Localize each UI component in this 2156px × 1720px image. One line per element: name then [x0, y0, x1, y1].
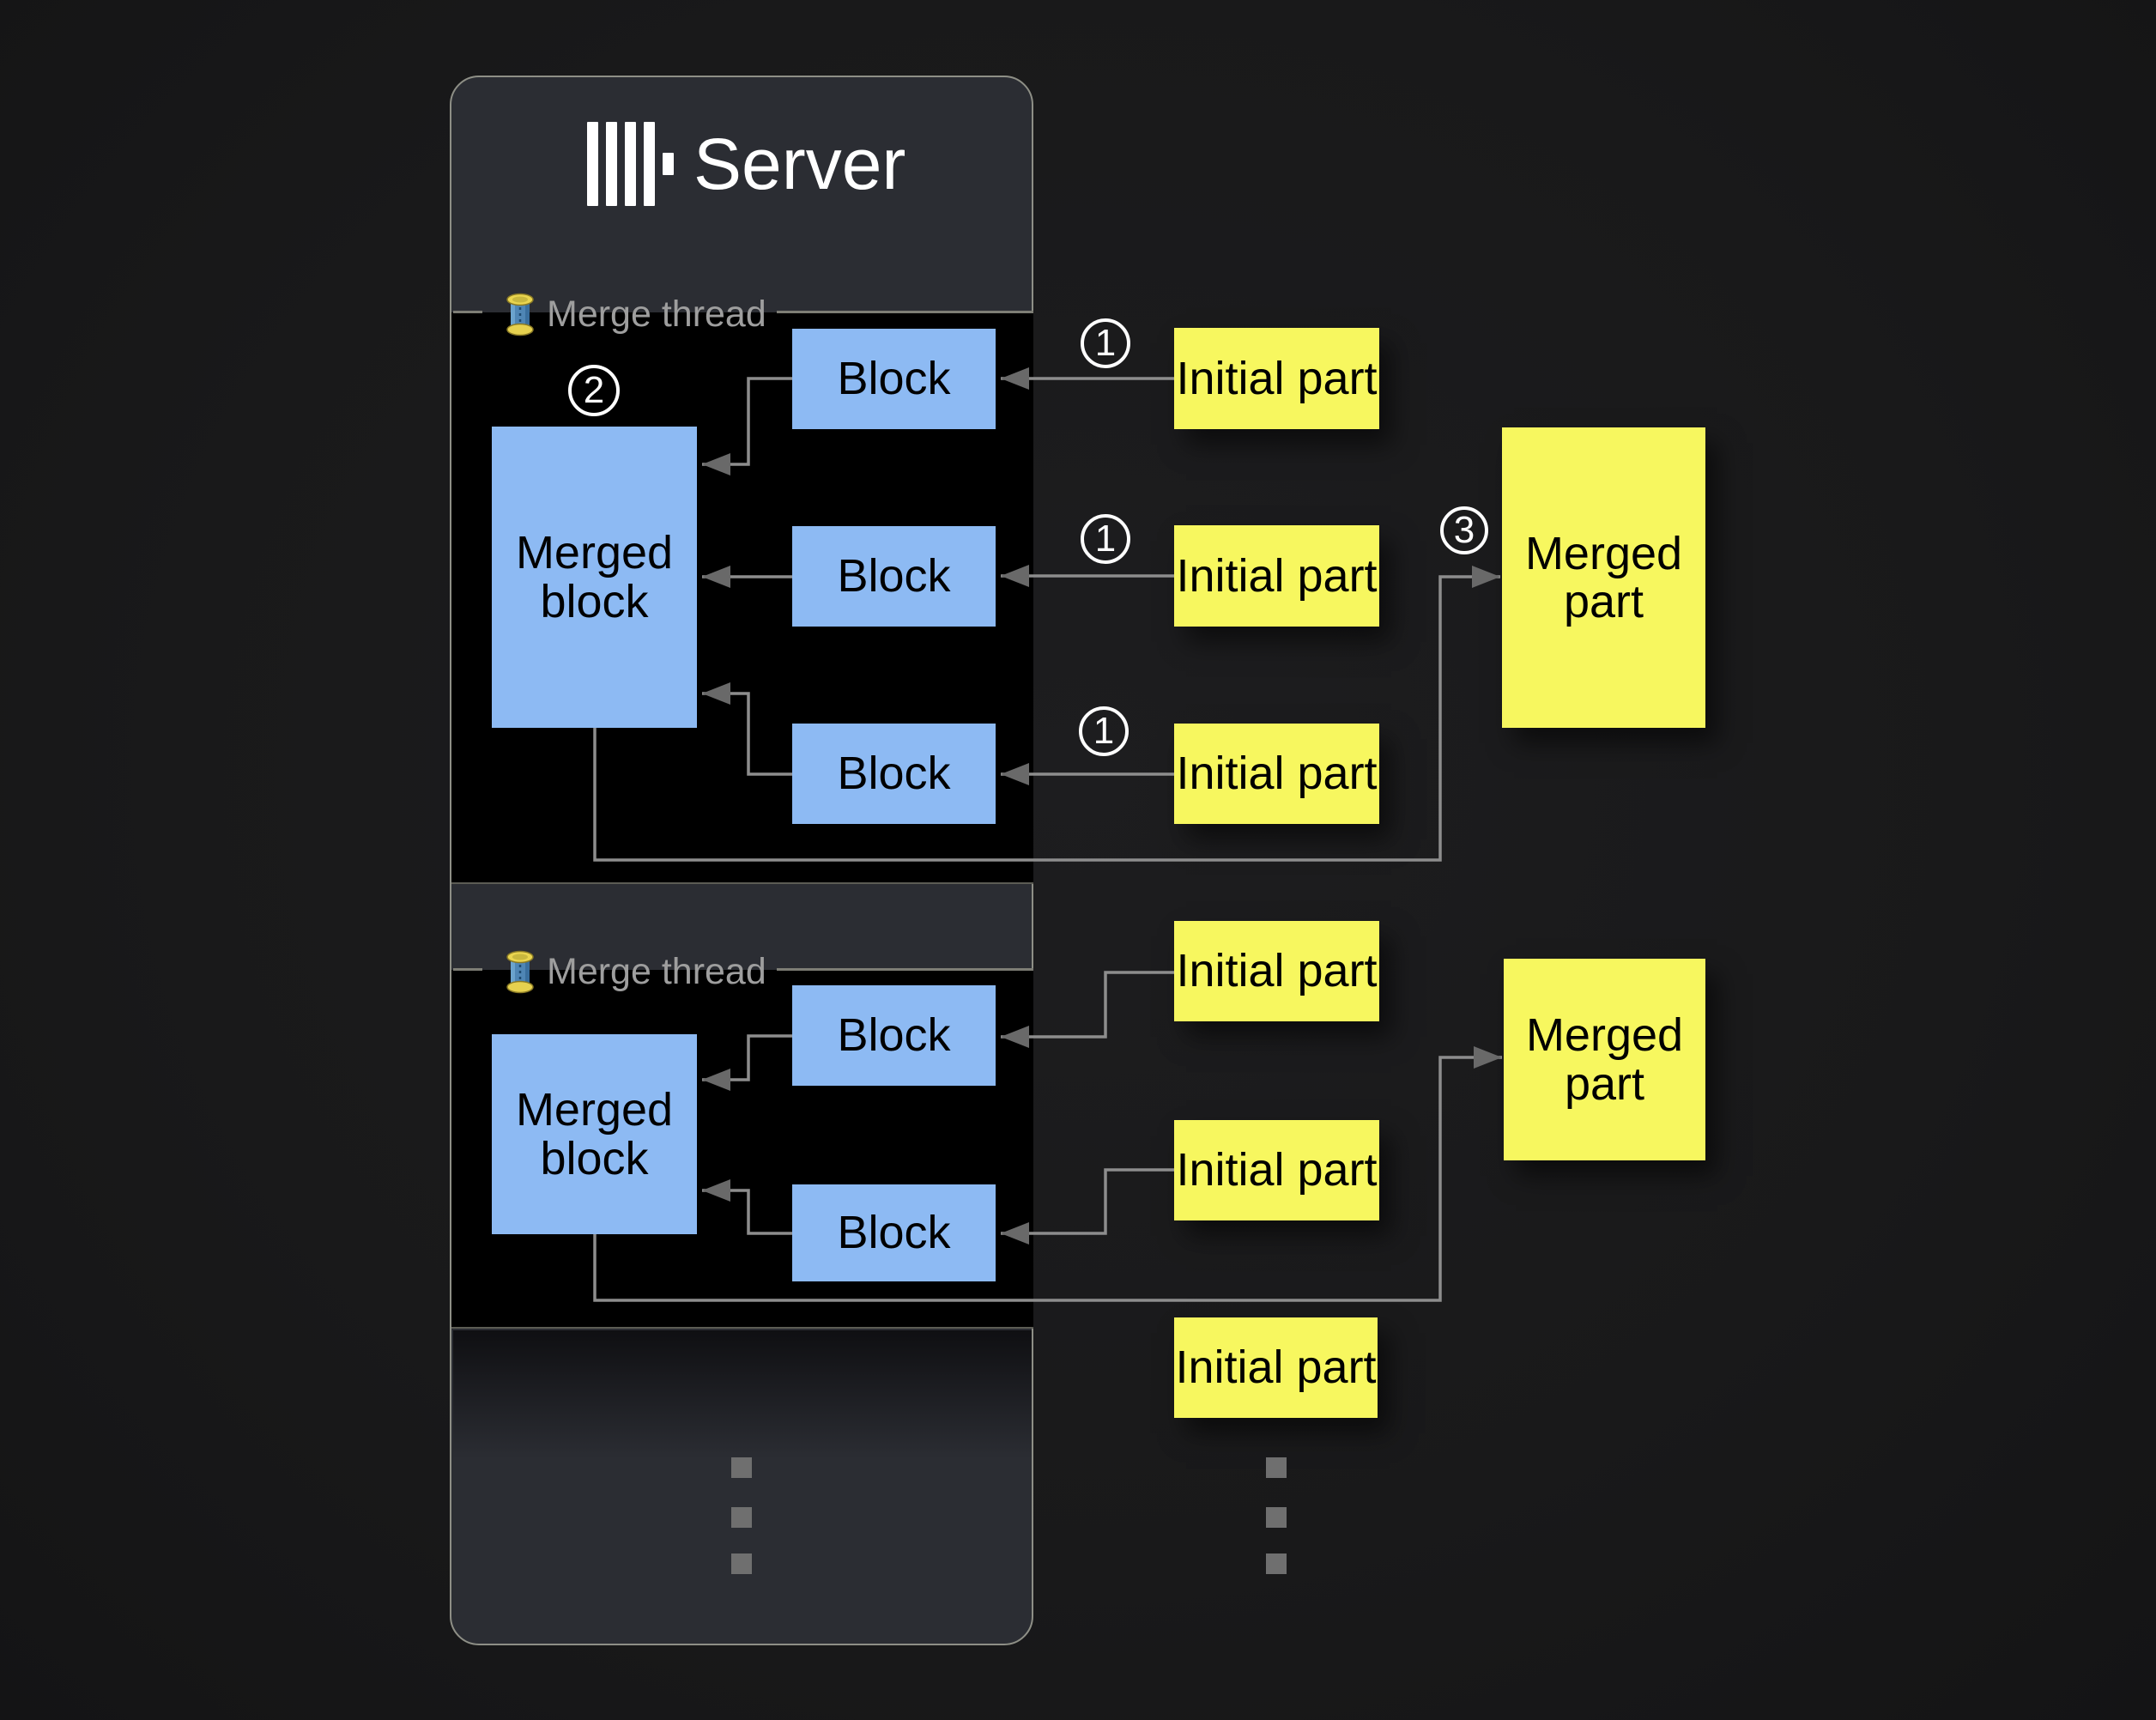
merge-thread-label-text: Merge thread [547, 951, 766, 992]
ellipsis-dot [1266, 1553, 1287, 1574]
merged-block-1: Merged block [492, 427, 697, 728]
block-label: Block [837, 1207, 951, 1259]
initial-part-label: Initial part [1176, 945, 1378, 997]
thread-spool-icon [506, 949, 535, 994]
initial-part-label: Initial part [1175, 1341, 1377, 1394]
step-badge-1c: 1 [1079, 706, 1129, 756]
server-header: Server [587, 117, 982, 211]
ellipsis-dot [731, 1507, 752, 1528]
block-4: Block [792, 985, 996, 1086]
merged-block-label: Merged block [515, 527, 674, 627]
section-border-segment [453, 968, 482, 971]
initial-part-2: Initial part [1174, 525, 1379, 627]
ellipsis-dot [1266, 1507, 1287, 1528]
merge-thread-label-text: Merge thread [547, 294, 766, 335]
merge-thread-label-2: Merge thread [506, 949, 766, 994]
initial-part-label: Initial part [1176, 352, 1378, 404]
merged-part-1: Merged part [1502, 427, 1705, 728]
initial-part-1: Initial part [1174, 328, 1379, 429]
thread-spool-icon [506, 292, 535, 336]
block-label: Block [837, 353, 951, 405]
clickhouse-logo-icon [587, 122, 675, 206]
initial-part-4: Initial part [1174, 921, 1379, 1021]
merged-part-label: Merged part [1525, 1009, 1684, 1110]
ellipsis-dot [1266, 1457, 1287, 1478]
merged-part-2: Merged part [1504, 959, 1705, 1160]
initial-part-label: Initial part [1176, 748, 1378, 800]
block-1: Block [792, 329, 996, 429]
section-border-segment [777, 311, 1033, 313]
step-badge-1b: 1 [1081, 514, 1130, 564]
block-label: Block [837, 748, 951, 800]
initial-part-label: Initial part [1176, 549, 1378, 602]
initial-part-5: Initial part [1174, 1120, 1379, 1220]
merged-part-label: Merged part [1524, 527, 1683, 627]
ellipsis-dot [731, 1457, 752, 1478]
ellipsis-dot [731, 1553, 752, 1574]
block-5: Block [792, 1184, 996, 1281]
section-fade [453, 1330, 1032, 1459]
merge-thread-label-1: Merge thread [506, 292, 766, 336]
merged-block-label: Merged block [515, 1084, 674, 1184]
step-badge-3: 3 [1440, 506, 1488, 554]
section-border-segment [453, 311, 482, 313]
initial-part-3: Initial part [1174, 724, 1379, 824]
step-badge-2: 2 [568, 365, 620, 416]
block-label: Block [837, 550, 951, 603]
section-border-segment [777, 968, 1033, 971]
block-2: Block [792, 526, 996, 627]
server-title: Server [693, 124, 906, 204]
block-label: Block [837, 1009, 951, 1062]
initial-part-6: Initial part [1174, 1317, 1378, 1418]
merged-block-2: Merged block [492, 1034, 697, 1234]
block-3: Block [792, 724, 996, 824]
initial-part-label: Initial part [1176, 1144, 1378, 1196]
step-badge-1a: 1 [1081, 318, 1130, 368]
